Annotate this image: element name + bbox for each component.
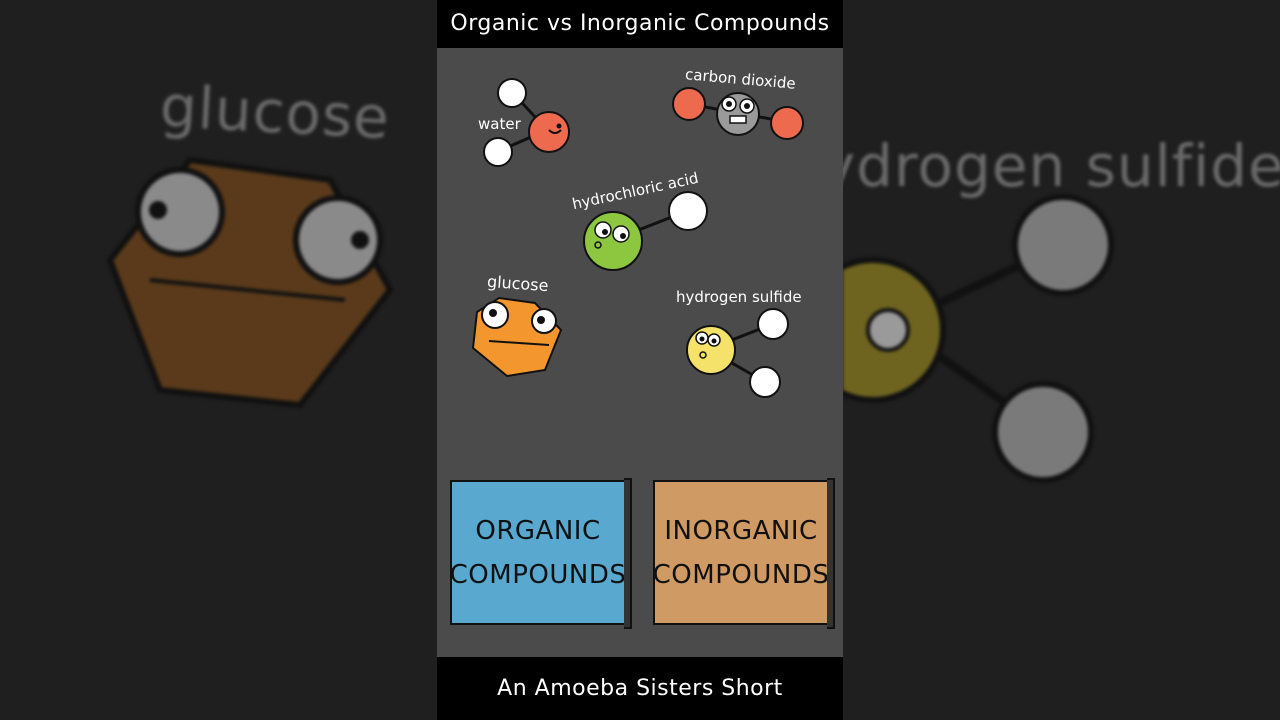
glucose-molecule — [471, 296, 563, 378]
label-hydrogen-sulfide: hydrogen sulfide — [676, 288, 802, 306]
background-right: hydrogen sulfide — [843, 0, 1280, 720]
video-title: Organic vs Inorganic Compounds — [450, 11, 830, 36]
video-panel: Organic vs Inorganic Compounds — [437, 0, 843, 720]
label-water: water — [478, 115, 521, 133]
hydrochloric-acid-molecule — [583, 191, 708, 271]
inorganic-compounds-box: INORGANIC COMPOUNDS — [652, 478, 835, 629]
background-hydrogen-sulfide-label: hydrogen sulfide — [843, 132, 1280, 200]
video-footer: An Amoeba Sisters Short — [497, 676, 783, 701]
molecule-stage: water carbon dioxide hydrochloric acid g… — [437, 48, 843, 657]
background-glucose-illustration — [106, 156, 394, 409]
water-molecule — [483, 78, 570, 167]
background-hydrogen-sulfide-illustration — [843, 194, 1114, 483]
background-left: glucose — [0, 0, 437, 720]
inorganic-compounds-label: INORGANIC COMPOUNDS — [652, 515, 830, 590]
carbon-dioxide-molecule — [672, 87, 804, 140]
hydrogen-sulfide-molecule — [686, 308, 789, 398]
molecule-illustrations — [471, 78, 804, 398]
organic-compounds-box: ORGANIC COMPOUNDS — [449, 478, 632, 629]
organic-compounds-label: ORGANIC COMPOUNDS — [449, 515, 627, 590]
